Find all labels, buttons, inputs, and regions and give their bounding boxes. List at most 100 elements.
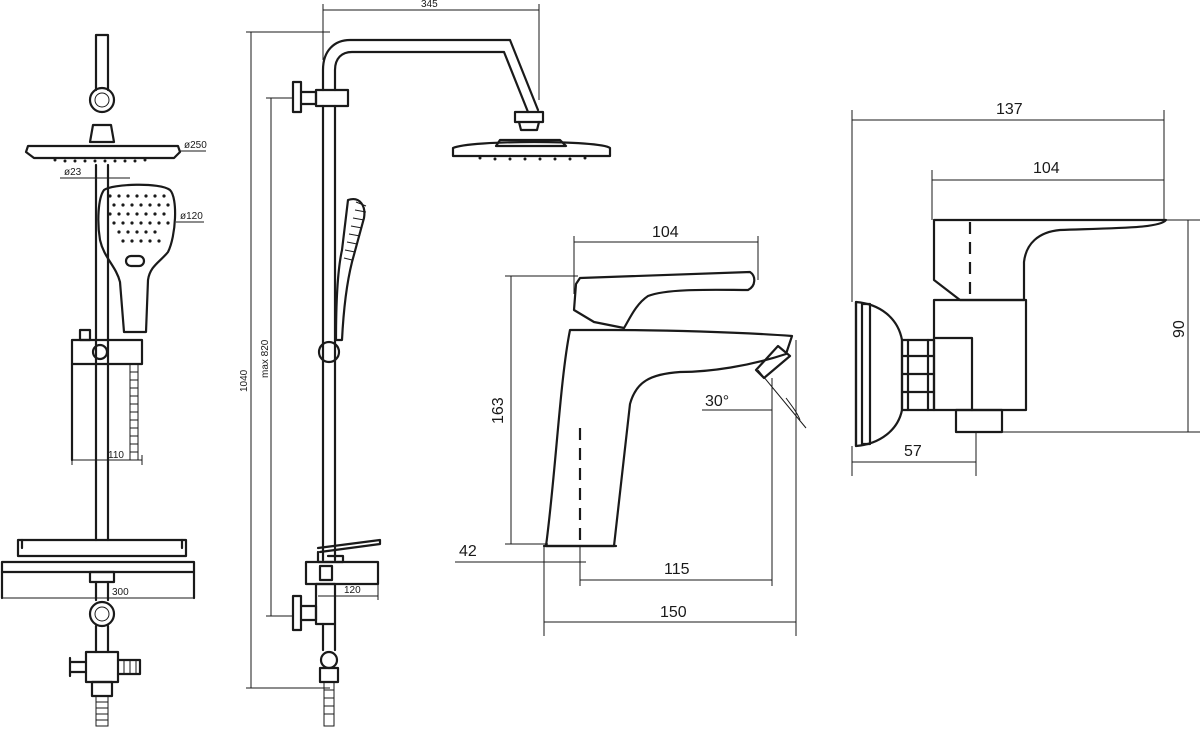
holder-pin [78,328,92,342]
lower-nut-side [318,666,340,684]
shower-head-side [451,140,612,158]
dim-basin-height: 163 [490,397,507,424]
nozzle-dot [157,203,161,207]
diverter-handle [68,656,88,678]
nozzle-dot [121,221,125,225]
top-ring [88,86,116,114]
nozzle-dot [135,212,139,216]
nozzle-dot [153,212,157,216]
inlet-hose [95,695,109,727]
bottom-ring [88,600,116,628]
nozzle-dot [121,203,125,207]
dim-holder-width: 110 [108,450,124,461]
shower-side-view: 345 120 [239,0,612,727]
riser-pipe-side [321,104,337,562]
nozzle-dot [139,203,143,207]
mixer-body-side [304,560,380,586]
head-connector-side [513,110,545,124]
dim-shelf-width: 300 [112,587,129,598]
mixer-cartridge-side [318,564,334,582]
nozzle-dot [153,230,157,234]
wall-mixer-body [932,298,1028,412]
shelf-clamp [88,570,116,584]
dim-wall-height: 90 [1171,320,1188,338]
nozzle-dot [117,230,121,234]
dim-wall-lever-length: 104 [1033,160,1060,177]
hand-shower-front [97,183,177,334]
dim-total-height: 1040 [239,369,250,392]
nozzle-dot [117,212,121,216]
nozzle-dot [139,239,143,243]
lower-connector-side [319,650,339,670]
dim-basin-base: 42 [459,543,477,560]
wall-bracket-top [291,80,303,114]
dim-basin-total-length: 150 [660,604,687,621]
dim-max-height: max 820 [260,339,271,378]
top-clamp-side [314,88,350,108]
nozzle-dot [126,230,130,234]
dim-hand-diameter: ø120 [180,211,203,222]
nozzle-dot [144,212,148,216]
nozzle-dot [126,194,130,198]
nozzle-dot [108,194,112,198]
dim-basin-angle: 30° [705,393,729,410]
nozzle-dot [130,221,134,225]
dim-mixer-width: 120 [344,585,361,596]
nozzle-dot [166,203,170,207]
nozzle-dot [121,239,125,243]
nozzle-dot [108,212,112,216]
slide-holder [70,338,144,366]
dim-pipe-diameter: ø23 [64,167,82,178]
nozzle-dot [130,203,134,207]
overhead-arm [321,38,540,114]
dim-basin-reach: 115 [664,561,690,578]
basin-body [544,328,794,548]
hand-shower-side [334,198,366,342]
nozzle-dot [166,221,170,225]
slider-knob-side [317,340,341,364]
shelf-top [16,538,188,558]
nozzle-dot [148,203,152,207]
nozzle-dot [139,221,143,225]
nozzle-dot [144,194,148,198]
nozzle-dot [157,221,161,225]
shower-head-nozzles [53,158,147,163]
wall-mixer-lever [932,218,1168,302]
shower-head-front [24,144,182,160]
hand-shower-button [124,254,146,268]
nozzle-dot [157,239,161,243]
slide-holder-knob [91,343,109,361]
basin-aerator [754,344,792,380]
nozzle-dot [117,194,121,198]
inlet-nut [90,680,114,698]
wall-bracket-bottom [291,594,303,632]
nozzle-dot [135,194,139,198]
dim-wall-total-depth: 137 [996,101,1023,118]
top-tube [94,33,110,92]
nozzle-dot [153,194,157,198]
nozzle-dot [162,194,166,198]
wall-mixer-outlet [954,408,1004,434]
nozzle-dot [112,203,116,207]
shower-front-view: ø250 ø23 ø120 110 300 [0,33,207,727]
diverter-outlet [116,658,142,676]
dim-wall-offset: 57 [904,443,922,460]
dim-basin-lever-length: 104 [652,224,679,241]
dim-head-diameter: ø250 [184,140,207,151]
top-ring-inner [94,92,110,108]
shower-head-side-nozzles [478,156,587,161]
hand-shower-nozzles [108,194,170,243]
diverter-front [84,650,120,684]
head-joint [88,123,116,144]
nozzle-dot [162,212,166,216]
wall-mixer-view: 137 104 90 57 [851,101,1200,476]
mixer-lever-side [316,538,382,554]
nozzle-dot [135,230,139,234]
dim-arm-reach: 345 [421,0,438,10]
nozzle-dot [130,239,134,243]
lower-hose-side [323,681,335,727]
nozzle-dot [112,221,116,225]
nozzle-dot [148,239,152,243]
basin-lever [572,270,756,330]
